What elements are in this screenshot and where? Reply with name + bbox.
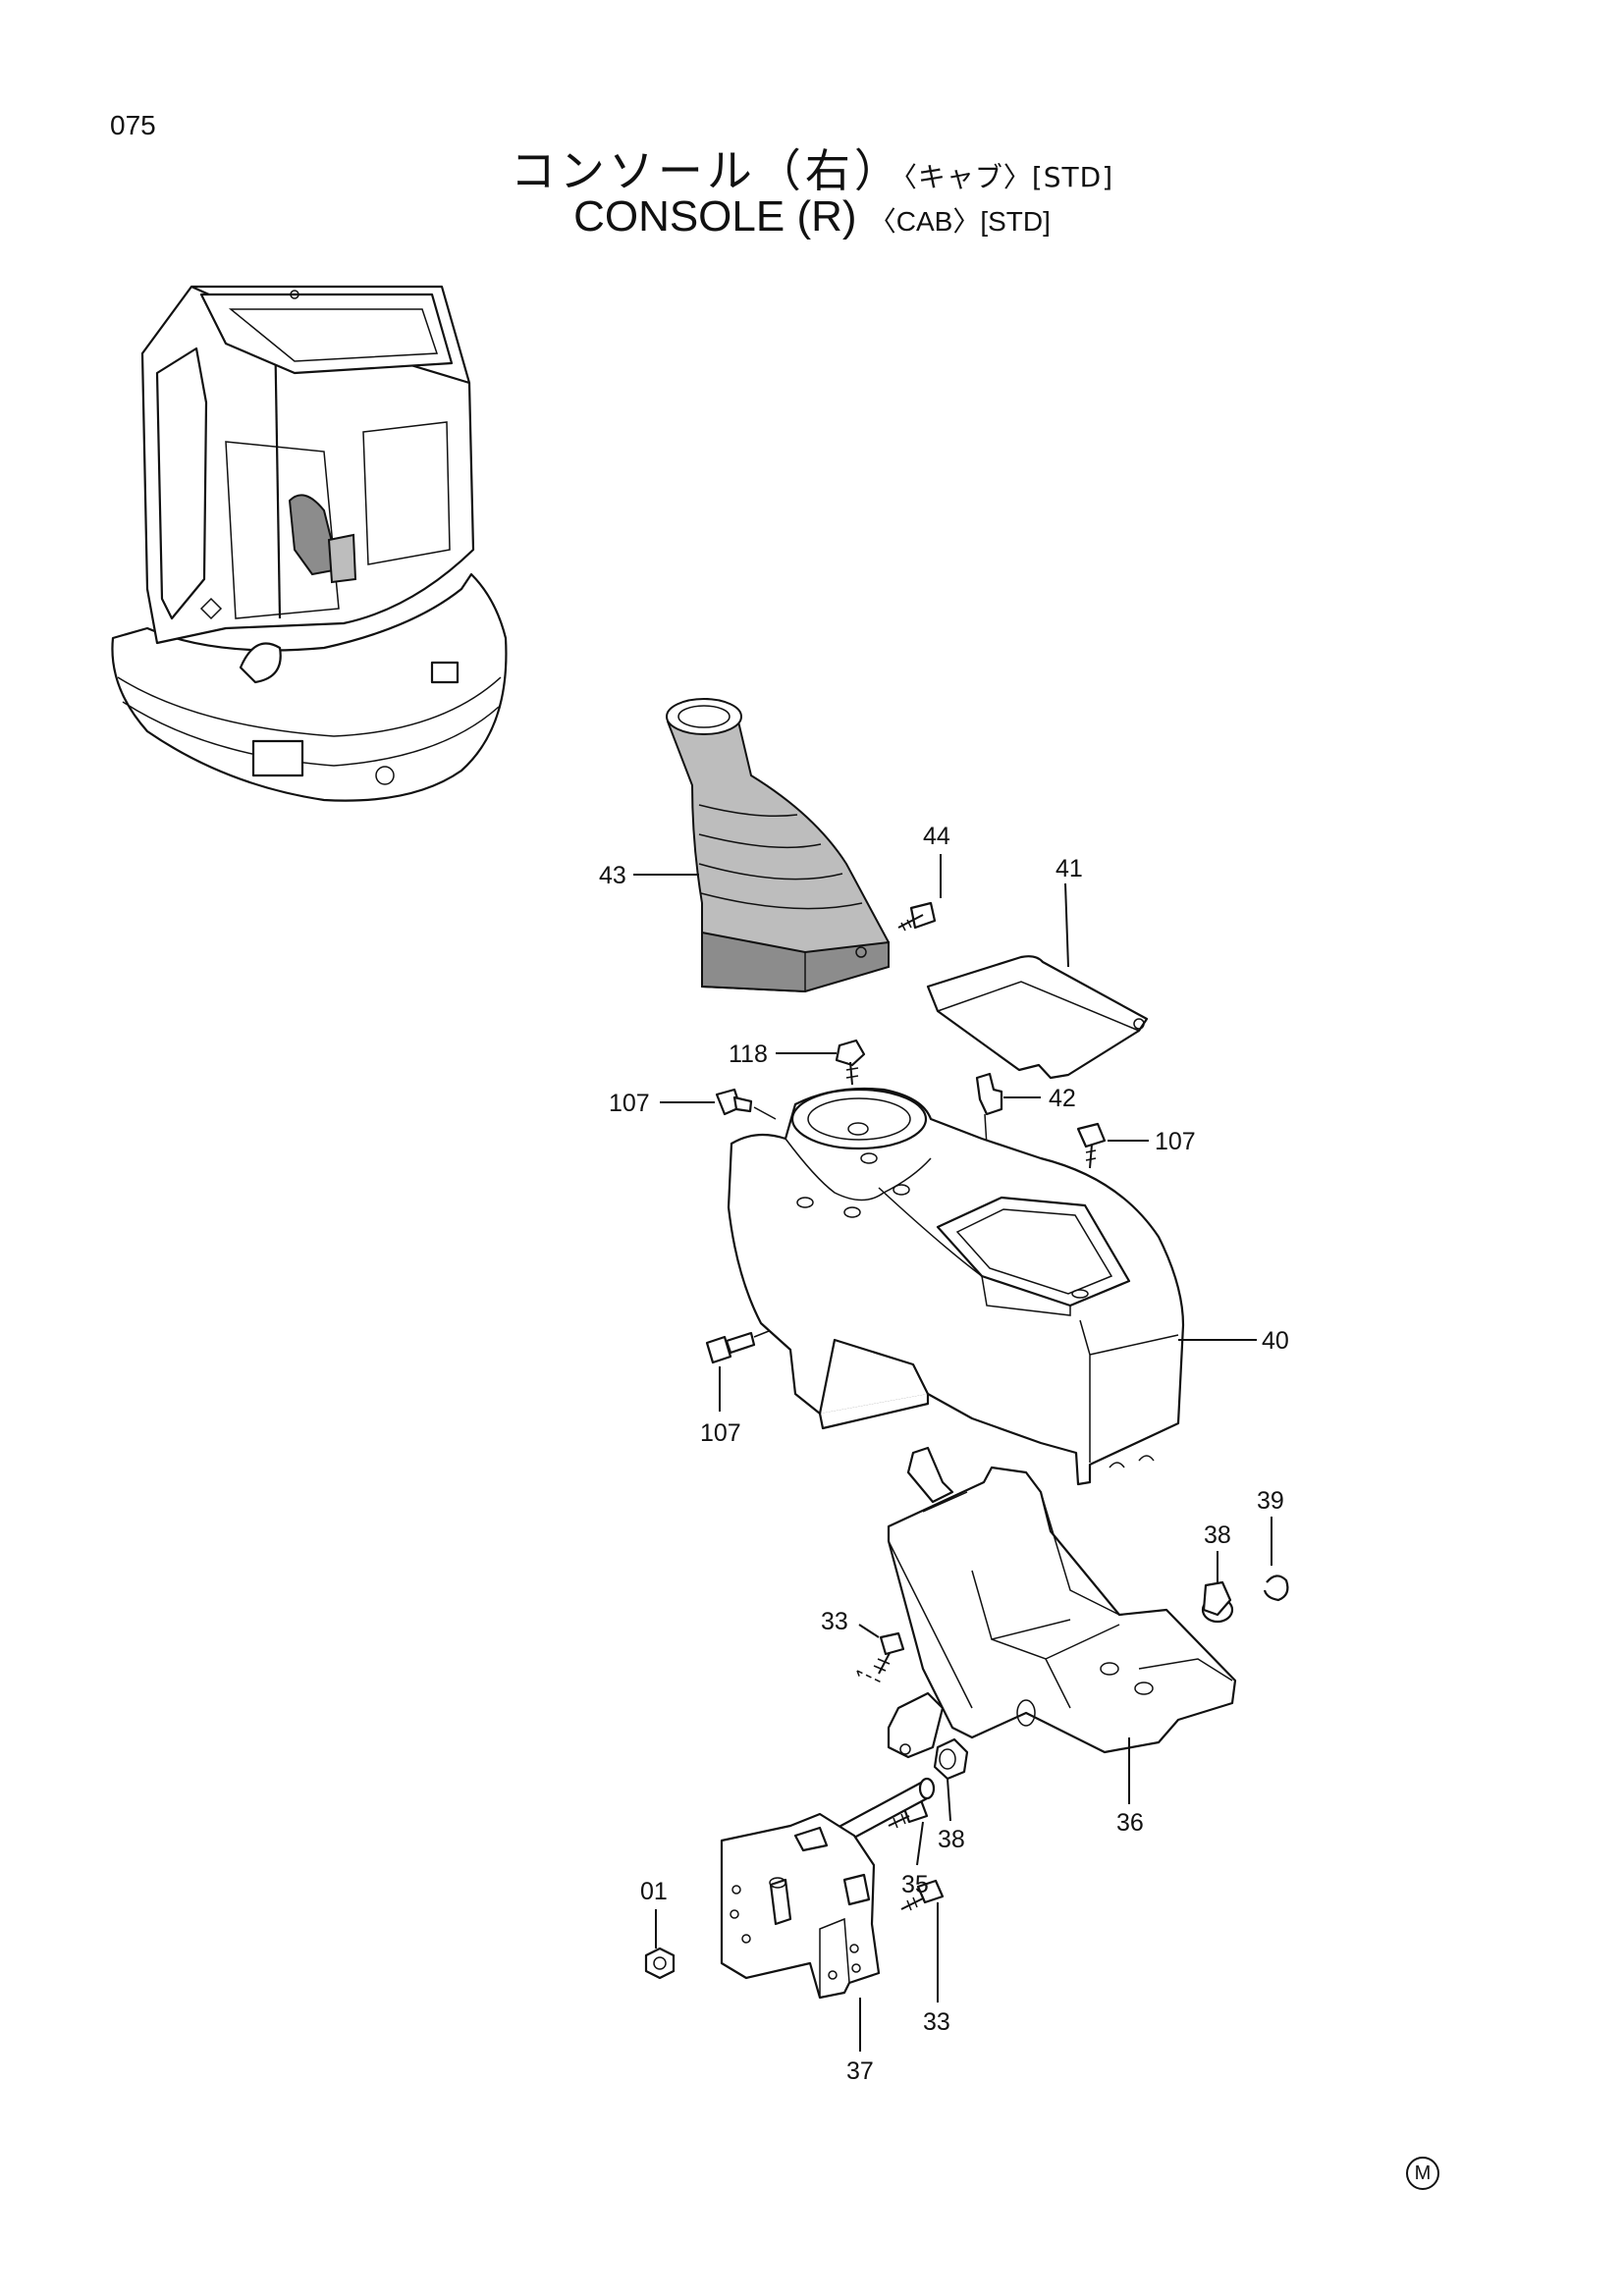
title-ja-main: コンソール（右） (510, 144, 903, 197)
part-39-snap-ring (1263, 1575, 1289, 1602)
label-44: 44 (923, 823, 950, 850)
part-36-bracket (887, 1446, 1237, 1759)
label-41: 41 (1056, 855, 1083, 882)
label-38-right: 38 (1204, 1522, 1231, 1549)
label-35: 35 (901, 1871, 929, 1898)
part-107-screw-lower (705, 1324, 785, 1364)
part-107-screw-right (1076, 1122, 1107, 1169)
part-01-nut (644, 1947, 676, 1980)
label-40: 40 (1262, 1327, 1289, 1355)
part-43-lever-boot (666, 697, 890, 993)
part-37-mounting-plate (720, 1812, 881, 2000)
label-42: 42 (1049, 1085, 1076, 1112)
title-english: CONSOLE (R) 〈CAB〉[STD] (0, 192, 1624, 241)
part-40-console-housing (727, 1087, 1185, 1486)
label-33-lower: 33 (923, 2008, 950, 2036)
label-01: 01 (640, 1878, 668, 1905)
leader-lines (633, 854, 1272, 2052)
cab-overview-illustration (111, 285, 508, 802)
label-43: 43 (599, 862, 626, 889)
label-107-upper-left: 107 (609, 1090, 650, 1117)
title-ja-sub: 〈キャブ〉[STD] (902, 161, 1114, 193)
part-labels: 43 44 41 118 42 107 107 40 107 39 38 33 … (599, 823, 1289, 2085)
label-38-lower: 38 (938, 1826, 965, 1853)
part-118-bolt (835, 1039, 866, 1086)
part-41-cover (926, 955, 1149, 1080)
title-en-main: CONSOLE (R) (573, 192, 857, 240)
part-33-bolt-upper (856, 1631, 905, 1684)
label-33-upper: 33 (821, 1608, 848, 1635)
part-107-screw-upper-left (715, 1088, 777, 1120)
part-38-bushing-lower (933, 1737, 969, 1781)
part-44-screw (897, 901, 937, 932)
label-39: 39 (1257, 1487, 1284, 1515)
label-36: 36 (1116, 1809, 1144, 1837)
label-118: 118 (729, 1041, 768, 1068)
manufacturer-mark: M (1406, 2157, 1439, 2190)
title-japanese: コンソール（右）〈キャブ〉[STD] (0, 135, 1624, 200)
label-107-right: 107 (1155, 1128, 1196, 1155)
title-en-sub: 〈CAB〉[STD] (868, 206, 1051, 237)
part-33-bolt-lower (900, 1879, 945, 1911)
label-37: 37 (846, 2057, 874, 2085)
label-107-lower: 107 (700, 1419, 741, 1447)
part-38-bushing-right (1201, 1580, 1234, 1624)
page-number: 075 (110, 110, 156, 140)
